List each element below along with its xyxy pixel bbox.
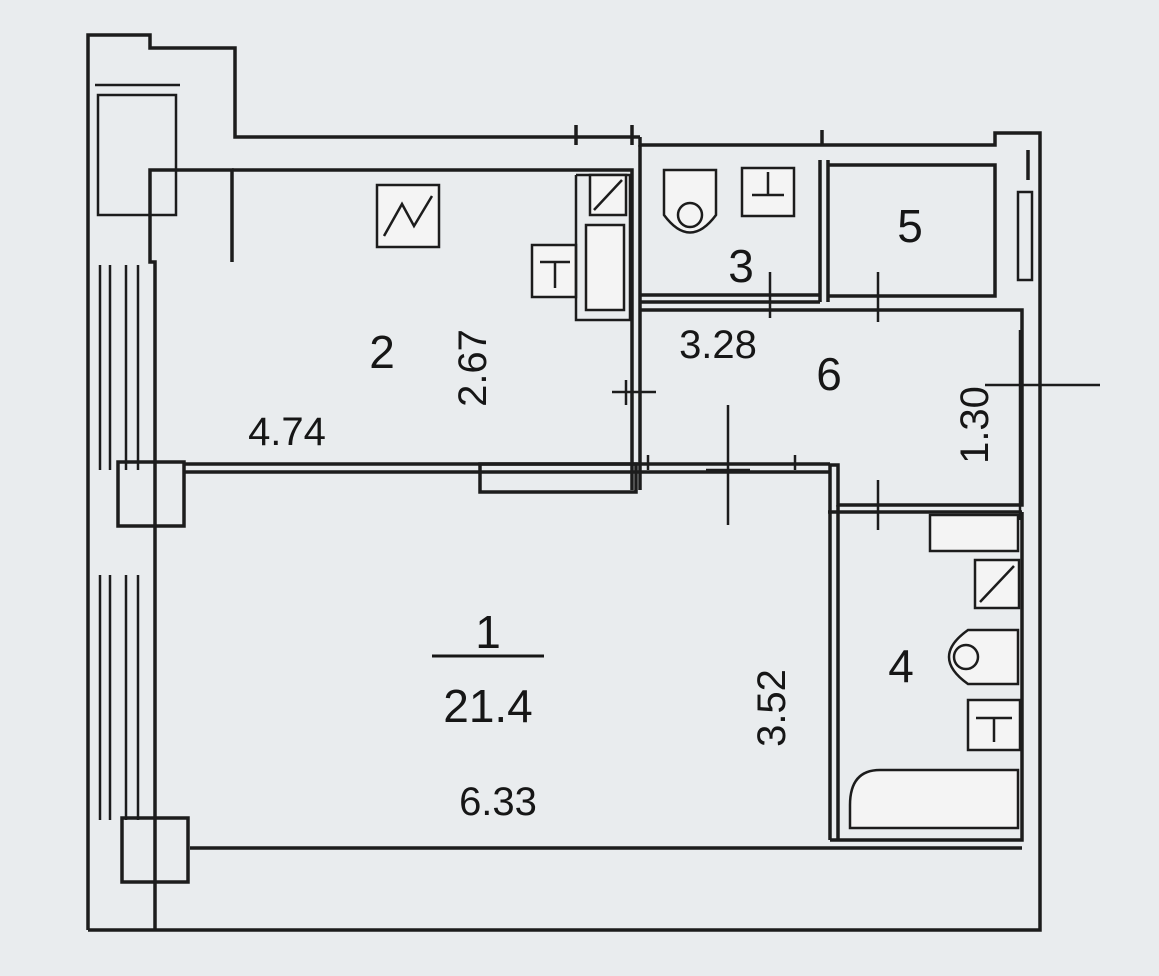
room-6-length: 3.28 [679,323,757,367]
door-marks [612,272,1100,530]
room-6-width: 1.30 [953,386,997,464]
room-5-number: 5 [897,200,923,252]
electrical-panel-icon [375,183,441,249]
room-5-walls [828,163,997,298]
room-1-labels: 1 21.4 6.33 3.52 [432,606,794,824]
room-1-number: 1 [475,606,501,658]
room-4-labels: 4 [888,640,914,692]
bathtub-icon [848,768,1020,830]
room-6-labels: 6 3.28 1.30 [679,323,997,464]
sink-icon-bathroom [966,698,1022,752]
room-2-length: 4.74 [248,410,326,454]
toilet-icon [662,168,718,234]
room-5-labels: 5 [897,200,923,252]
room-3-walls [574,125,830,304]
room-4-number: 4 [888,640,914,692]
kitchen-counter [530,173,632,322]
room-3-number: 3 [728,240,754,292]
room-2-width: 2.67 [451,329,495,407]
room-2-number: 2 [369,326,395,378]
sink-icon [740,166,796,218]
room-1-area: 21.4 [443,680,533,732]
room-3-labels: 3 [728,240,754,292]
room-4-walls [190,512,1024,850]
washer-icon [928,513,1021,610]
room-6-number: 6 [816,348,842,400]
room-1-width: 3.52 [750,669,794,747]
room-2-walls [232,145,642,490]
toilet-icon-bathroom [947,628,1020,686]
room-1-length: 6.33 [459,780,537,824]
shower-corner-icon [588,173,628,217]
room-6-walls [640,308,1024,840]
room-2-labels: 2 4.74 2.67 [248,326,495,454]
partition-1-2 [184,455,830,494]
